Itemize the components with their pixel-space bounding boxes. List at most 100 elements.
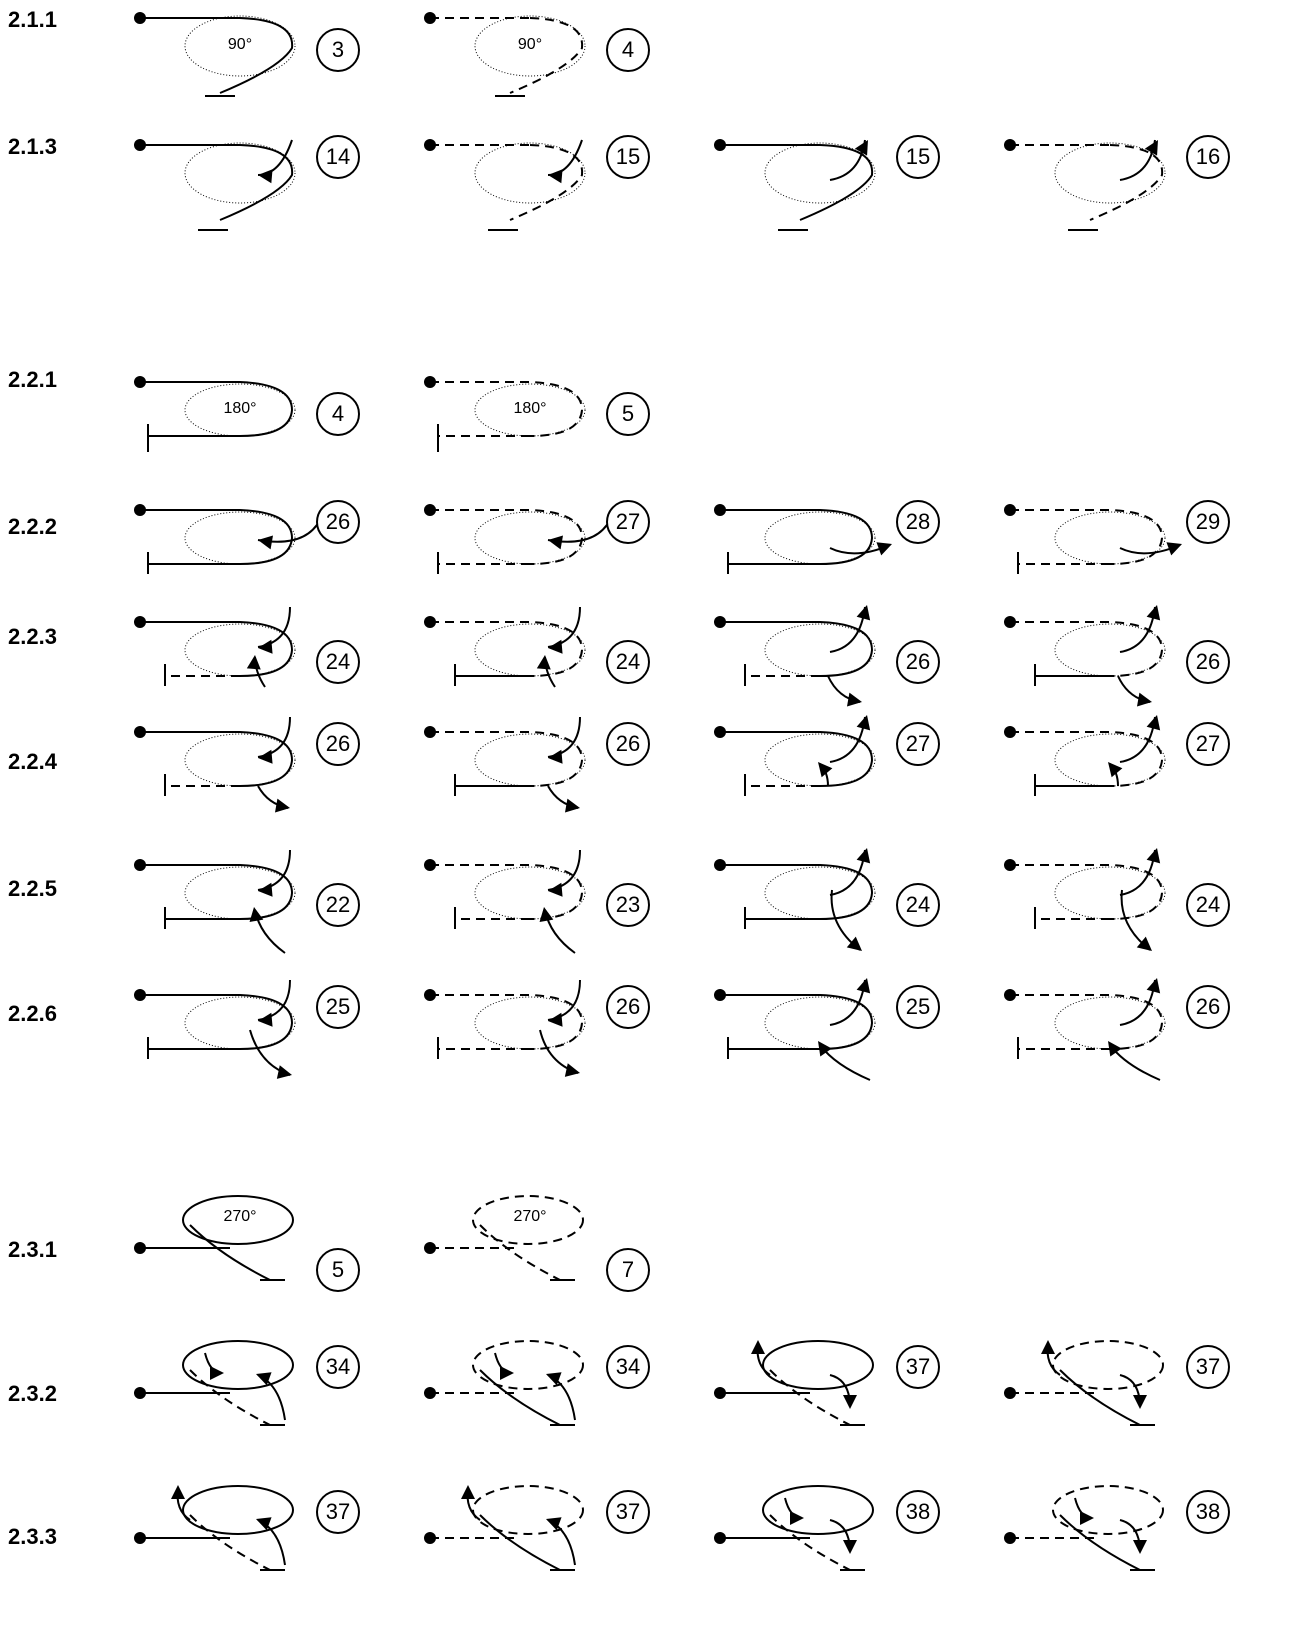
maneuver-figure: 24 <box>1000 848 1296 985</box>
flight-path-drawing <box>424 849 586 954</box>
in-arrow-right-head <box>256 1372 272 1386</box>
maneuver-label: 2.3.2 <box>8 1381 57 1406</box>
entry-line <box>1010 621 1164 677</box>
score-badge: 27 <box>896 722 940 766</box>
score-badge: 5 <box>316 1248 360 1292</box>
exit-arrow <box>539 1029 579 1074</box>
flight-path-drawing <box>424 376 586 452</box>
maneuver-figure: 90°3 <box>130 8 430 138</box>
loop-arrow-head <box>856 605 871 621</box>
turn-angle-label: 270° <box>513 1208 547 1225</box>
loop-guide <box>474 511 586 565</box>
flight-path-drawing <box>134 376 296 452</box>
loop-arrow-head <box>548 882 563 897</box>
turn-angle-label: 180° <box>223 400 257 417</box>
loop-guide <box>184 142 296 204</box>
entry-line <box>720 621 874 677</box>
entry-line <box>1010 509 1164 565</box>
maneuver-figure: 27 <box>710 715 1010 852</box>
flight-path-drawing <box>714 504 892 574</box>
loop-arrow <box>547 606 581 648</box>
loop-guide <box>1054 866 1166 920</box>
in-arrow-right <box>257 1374 286 1421</box>
maneuver-label: 2.2.1 <box>8 367 57 392</box>
score-badge: 26 <box>316 722 360 766</box>
down-arrow-head <box>1133 1540 1147 1554</box>
loop-guide <box>184 733 296 787</box>
turn-path <box>509 144 584 221</box>
flight-path-drawing <box>134 716 296 813</box>
exit-diagonal <box>769 1369 851 1426</box>
exit-arrow-head <box>818 1041 832 1057</box>
flight-path-drawing <box>714 1485 874 1571</box>
loop-arrow-head <box>856 715 871 731</box>
loop-guide <box>1054 511 1166 565</box>
maneuver-figure: 180°5 <box>420 372 720 502</box>
maneuver-figure: 180° 4 <box>130 372 430 502</box>
maneuver-figure: 37 <box>130 1485 430 1620</box>
loop-guide <box>184 383 296 437</box>
maneuver-label: 2.1.3 <box>8 134 57 159</box>
flight-path-drawing <box>134 606 296 688</box>
up-arrow-head <box>1041 1340 1055 1354</box>
entry-line <box>720 731 874 787</box>
loop <box>182 1195 294 1245</box>
score-badge: 4 <box>316 392 360 436</box>
entry-line <box>140 994 294 1050</box>
turn-path <box>799 144 874 221</box>
loop-arrow-head <box>258 639 273 654</box>
entry-line <box>430 621 584 677</box>
entry-line <box>140 621 294 677</box>
flight-path-drawing <box>134 1485 294 1571</box>
flight-path-drawing <box>1004 1340 1164 1426</box>
exit-arrow-head <box>274 798 290 813</box>
flight-path-drawing <box>424 606 586 688</box>
entry-line <box>140 731 294 787</box>
in-arrow-left-head <box>1080 1511 1094 1525</box>
maneuver-figure: 25 <box>710 978 1010 1115</box>
flight-path-drawing <box>714 978 876 1081</box>
score-badge: 37 <box>1186 1345 1230 1389</box>
score-badge: 26 <box>1186 640 1230 684</box>
down-arrow-head <box>843 1540 857 1554</box>
score-badge: 26 <box>606 985 650 1029</box>
flight-path-drawing <box>424 1485 584 1571</box>
loop-guide <box>474 733 586 787</box>
exit-diagonal <box>769 1514 851 1571</box>
flight-path-drawing <box>1004 1485 1164 1571</box>
loop-guide <box>764 142 876 204</box>
entry-line <box>720 509 874 565</box>
maneuver-figure: 26 <box>130 716 430 852</box>
maneuver-label: 2.2.5 <box>8 876 57 901</box>
in-arrow-right <box>257 1519 286 1566</box>
turn-path <box>509 17 584 94</box>
exit-diagonal <box>479 1514 561 1571</box>
down-arrow-head <box>843 1395 857 1409</box>
flight-path-drawing <box>714 848 876 951</box>
loop <box>1052 1485 1164 1535</box>
score-badge: 38 <box>896 1490 940 1534</box>
loop-arrow <box>547 716 581 758</box>
score-badge: 28 <box>896 500 940 544</box>
exit-arrow-head <box>539 907 554 923</box>
flight-path-drawing <box>714 605 876 707</box>
exit-diagonal <box>189 1514 271 1571</box>
maneuver-figure: 26 <box>420 979 720 1115</box>
maneuver-figure: 27 <box>1000 715 1296 852</box>
score-badge: 38 <box>1186 1490 1230 1534</box>
maneuver-figure: 26 <box>420 716 720 852</box>
maneuver-figure: 26 <box>1000 605 1296 742</box>
out-arrow-head <box>854 140 868 156</box>
score-badge: 22 <box>316 883 360 927</box>
maneuver-figure: 15 <box>420 135 720 265</box>
entry-line <box>430 731 584 787</box>
maneuver-label: 2.2.4 <box>8 749 57 774</box>
loop <box>762 1485 874 1535</box>
turn-path <box>219 144 294 221</box>
loop <box>182 1340 294 1390</box>
entry-line <box>140 864 294 920</box>
exit-diagonal <box>479 1224 561 1281</box>
in-arrow-right <box>547 1519 576 1566</box>
maneuver-figure: 26 <box>1000 978 1296 1115</box>
loop-guide <box>764 623 876 677</box>
